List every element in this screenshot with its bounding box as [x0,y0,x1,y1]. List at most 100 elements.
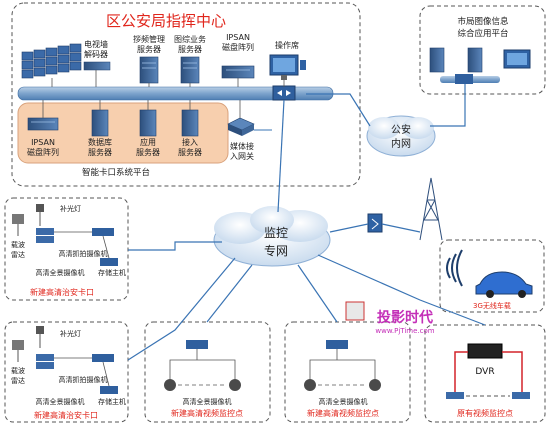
radio-waves-icon [446,249,463,287]
ipsan-top-icon [221,65,255,79]
city-switch-icon [455,74,473,84]
platform-label: 智能卡口系统平台 [82,167,150,178]
city-platform-title-2: 综合应用平台 [457,28,508,39]
checkpoint-top-title: 新建高清治安卡口 [30,287,94,297]
capture-camera-icon-bottom [36,354,54,369]
storage-host-icon-top [100,258,118,266]
decoder-icon [83,61,111,71]
monitor-point-1-title: 新建高清视频监控点 [171,408,243,418]
monitor-network-links [127,241,486,361]
storage-host-icon-bottom [100,386,118,394]
intranet-links [306,84,466,127]
device-drop-links [51,70,285,87]
wireless-links [329,223,421,233]
platform-drop-links [42,100,241,118]
police-intranet-label-1: 公安 [391,123,411,136]
watermark: 投影时代 www.PjTime.com [345,301,435,335]
wireless-gateway-icon [367,213,383,233]
radar-label-bottom-2: 雷达 [11,376,25,385]
legacy-cameras [446,392,530,399]
city-monitor-icon [503,49,531,69]
tv-wall-label: 电视墙 [84,39,108,49]
operator-seat-label: 操作席 [275,40,299,50]
radar-label-top-2: 雷达 [11,250,25,259]
media-gateway-icon [227,117,255,136]
monitor-point-1-frame [144,321,271,423]
monitor-point-1-cameras [164,379,241,391]
monitor-point-2-cameras [304,379,381,391]
capture-camera-icon [36,228,54,243]
legacy-red-wires [454,351,523,392]
city-server-icon-2 [467,47,483,73]
fill-light-icon-bottom [36,326,44,348]
monitor-point-2-wires [309,349,376,386]
radar-label-bottom-1: 载波 [11,366,25,375]
graphic-server-icon [180,56,200,84]
nav-server-label-1: 拶频管理 [133,34,165,44]
fill-light-label-top: 补光灯 [60,204,81,213]
fill-light-label-bottom: 补光灯 [60,329,81,338]
checkpoint-top-wires [54,231,110,259]
access-server-icon [181,109,199,137]
legacy-title: 原有视频监控点 [457,408,513,418]
app-server-icon [139,109,157,137]
radar-icon-bottom [12,340,24,362]
db-server-label-1: 数据库 [88,137,112,147]
police-intranet-cloud [366,115,436,157]
fill-light-icon [36,204,44,226]
checkpoint-top-frame [4,197,129,301]
operator-monitor-icon [269,54,306,80]
ipsan-platform-label-2: 磁盘阵列 [27,147,59,157]
checkpoint-switch-icon [92,228,114,236]
ipsan-top-label-2: 磁盘阵列 [222,42,254,52]
capture-cam-label-top: 高清抓拍摄像机 [59,249,108,258]
cell-tower-icon [419,177,443,241]
app-server-label-1: 应用 [140,137,156,147]
city-platform-frame [419,5,546,95]
monitor-point-1-switch-icon [186,340,208,349]
radar-label-top-1: 载波 [11,240,25,249]
ipsan-platform-label-1: IPSAN [31,138,55,147]
app-server-label-2: 服务器 [136,147,160,157]
monitor-point-1-wires [169,349,236,386]
monitor-point-1-camera-label: 高清全景摄像机 [183,397,232,406]
vehicle-label: 3G无线车载 [473,301,511,310]
monitor-point-2-title: 新建高清视频监控点 [307,408,379,418]
watermark-url: www.PjTime.com [375,327,434,335]
checkpoint-switch-icon-bottom [92,354,114,362]
ipsan-top-label-1: IPSAN [226,33,250,42]
panorama-cam-label-top: 高清全景摄像机 [36,268,85,277]
nav-server-icon [139,56,159,84]
panorama-cam-label-bottom: 高清全景摄像机 [36,397,85,406]
city-server-icon [429,47,445,73]
storage-host-label-bottom: 存储主机 [98,397,126,406]
access-server-label-1: 接入 [182,137,198,147]
monitor-network-label-1: 监控 [264,226,288,240]
monitor-network-label-2: 专网 [264,243,288,258]
radar-icon [12,214,24,236]
dvr-label: DVR [475,367,494,377]
nav-server-label-2: 服务器 [137,44,161,54]
graphic-server-label-2: 服务器 [178,44,202,54]
city-platform-title-1: 市局图像信息 [457,16,509,27]
graphic-server-label-1: 图综业务 [174,34,206,44]
core-to-monitor-link [277,99,285,213]
decoder-label: 解码器 [84,49,108,59]
command-center-title: 区公安局指挥中心 [106,12,226,30]
monitor-network-cloud [213,206,331,267]
media-gateway-label-1: 媒体接 [230,141,254,151]
access-server-label-2: 服务器 [178,147,202,157]
monitor-point-2-switch-icon [326,340,348,349]
media-gateway-label-2: 入网关 [230,151,254,161]
police-car-icon [475,271,533,298]
dvr-icon [467,343,503,359]
monitor-point-2-camera-label: 高清全景摄像机 [319,397,368,406]
monitor-point-2-frame [284,321,411,423]
db-server-icon [91,109,109,137]
platform-area [17,102,229,164]
ipsan-platform-icon [27,117,59,131]
core-switch-icon [272,85,296,101]
watermark-brand: 投影时代 [377,309,433,326]
tv-wall-icon [21,43,82,79]
